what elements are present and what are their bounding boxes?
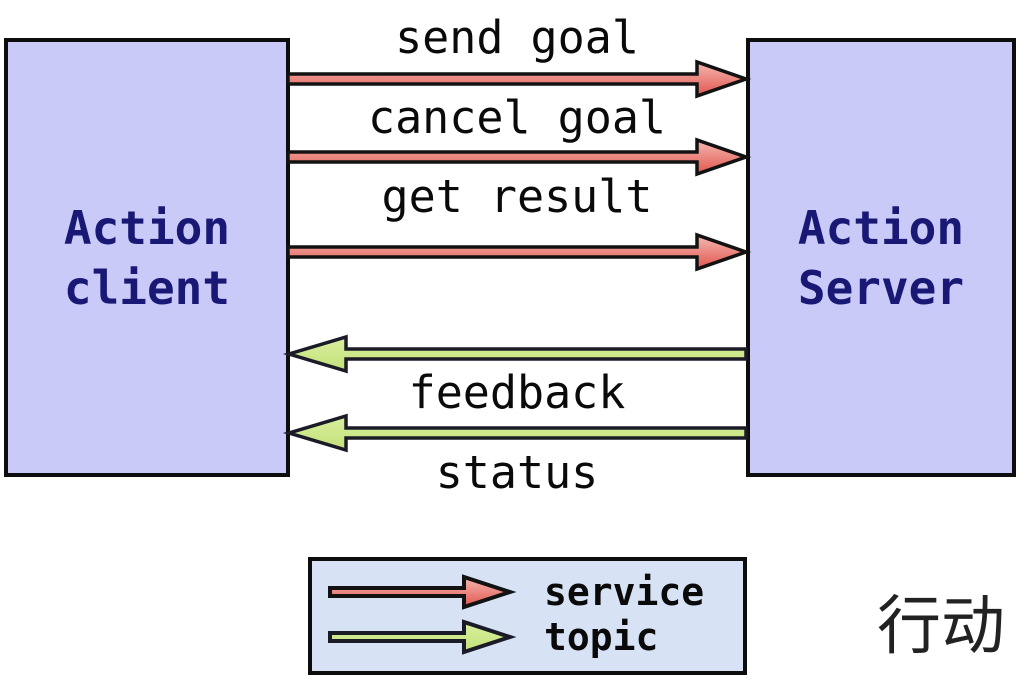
topic-arrow-icon: [328, 619, 517, 655]
cancel-goal-label: cancel goal: [367, 91, 666, 144]
legend-service-label: service: [544, 570, 705, 614]
service-arrow-icon: [328, 574, 517, 610]
send-goal-label: send goal: [395, 11, 639, 64]
action-server-label: Action Server: [797, 200, 965, 315]
action-client-box: Action client: [4, 38, 290, 477]
legend-box: service topic: [308, 557, 747, 675]
legend-row-topic: topic: [324, 614, 658, 660]
status-topic-arrow: [282, 413, 748, 453]
send-goal-service-arrow: [286, 59, 752, 99]
action-server-box: Action Server: [746, 38, 1016, 477]
status-label: status: [435, 446, 599, 499]
action-client-label: Action client: [63, 200, 231, 315]
feedback-label: feedback: [408, 366, 626, 419]
legend-topic-label: topic: [544, 615, 659, 659]
feedback-topic-arrow: [282, 334, 748, 374]
get-result-service-arrow: [286, 232, 752, 272]
caption-action-chinese: 行动: [877, 591, 1005, 662]
cancel-goal-service-arrow: [286, 137, 752, 177]
get-result-label: get result: [381, 170, 653, 223]
legend-row-service: service: [324, 569, 704, 615]
